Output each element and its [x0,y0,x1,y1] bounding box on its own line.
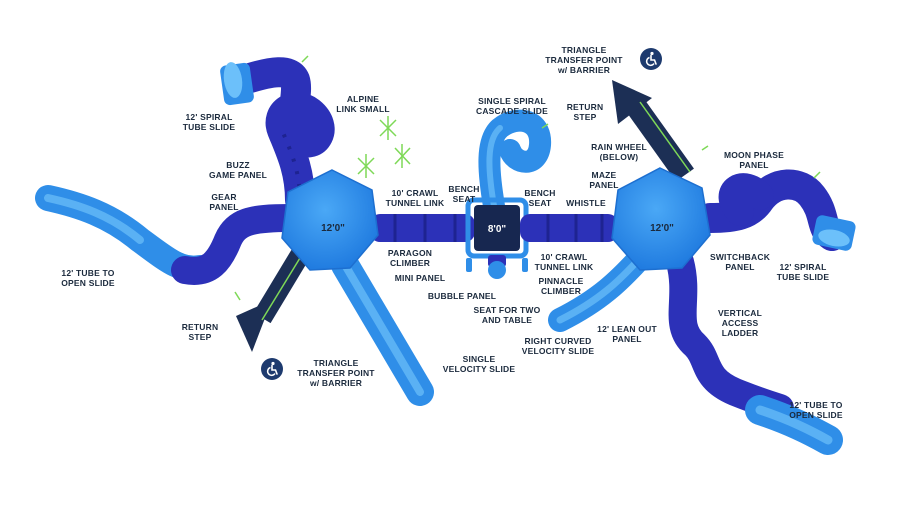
single-spiral-cascade-slide [478,109,551,217]
crawl-tunnel-right [520,214,618,242]
label-single-velocity: SINGLE VELOCITY SLIDE [442,354,516,374]
label-rain-wheel: RAIN WHEEL (BELOW) [591,142,647,162]
spiral-tube-slide-left [220,57,335,215]
label-switchback: SWITCHBACK PANEL [709,252,771,272]
accessibility-icon [261,358,283,380]
label-right-curved: RIGHT CURVED VELOCITY SLIDE [521,336,595,356]
label-return-step-right: RETURN STEP [566,102,604,122]
label-crawl-left: 10' CRAWL TUNNEL LINK [385,188,445,208]
label-lean-out: 12' LEAN OUT PANEL [597,324,657,344]
accessibility-icon-glyph [266,361,278,377]
label-crawl-right: 10' CRAWL TUNNEL LINK [534,252,594,272]
accessibility-icon [640,48,662,70]
deck-size-center: 8'0" [488,224,507,235]
accessibility-icon-glyph [645,51,657,67]
label-bench-right: BENCH SEAT [524,188,556,208]
label-tube-open-right: 12' TUBE TO OPEN SLIDE [789,400,843,420]
deck-size-left: 12'0" [321,223,345,234]
return-step-right [612,80,694,182]
label-pinnacle: PINNACLE CLIMBER [538,276,584,296]
label-buzz-game: BUZZ GAME PANEL [208,160,268,180]
seat-for-two-and-table [466,255,528,279]
tube-to-open-slide-left [35,185,304,285]
label-seat-table: SEAT FOR TWO AND TABLE [473,305,541,325]
label-mini-panel: MINI PANEL [394,273,446,283]
right-curved-velocity-slide [548,246,652,332]
label-return-step-left: RETURN STEP [181,322,219,342]
label-bench-left: BENCH SEAT [448,184,480,204]
label-paragon: PARAGON CLIMBER [387,248,433,268]
tube-to-open-slide-right [666,248,843,455]
crawl-tunnel-left [370,214,475,242]
label-alpine-link: ALPINE LINK SMALL [336,94,390,114]
label-vertical-ladder: VERTICAL ACCESS LADDER [717,308,763,338]
label-triangle-bottom: TRIANGLE TRANSFER POINT w/ BARRIER [297,358,375,388]
panel-accents [234,55,821,301]
label-spiral-tube-right: 12' SPIRAL TUBE SLIDE [776,262,830,282]
label-moon-phase: MOON PHASE PANEL [723,150,785,170]
alpine-link-small [357,116,411,178]
label-triangle-top: TRIANGLE TRANSFER POINT w/ BARRIER [545,45,623,75]
label-bubble-panel: BUBBLE PANEL [427,291,497,301]
label-single-spiral-cascade: SINGLE SPIRAL CASCADE SLIDE [475,96,549,116]
label-gear-panel: GEAR PANEL [209,192,239,212]
return-step-left [236,249,309,352]
spiral-tube-slide-right [695,169,856,251]
deck-right: 12'0" [611,167,711,271]
label-tube-open-left: 12' TUBE TO OPEN SLIDE [61,268,115,288]
label-maze-panel: MAZE PANEL [589,170,619,190]
deck-center: 8'0" [465,197,529,259]
label-whistle: WHISTLE [566,198,606,208]
label-spiral-tube-left: 12' SPIRAL TUBE SLIDE [182,112,236,132]
deck-left: 12'0" [281,169,379,271]
single-velocity-slide [331,251,434,406]
deck-size-right: 12'0" [650,223,674,234]
